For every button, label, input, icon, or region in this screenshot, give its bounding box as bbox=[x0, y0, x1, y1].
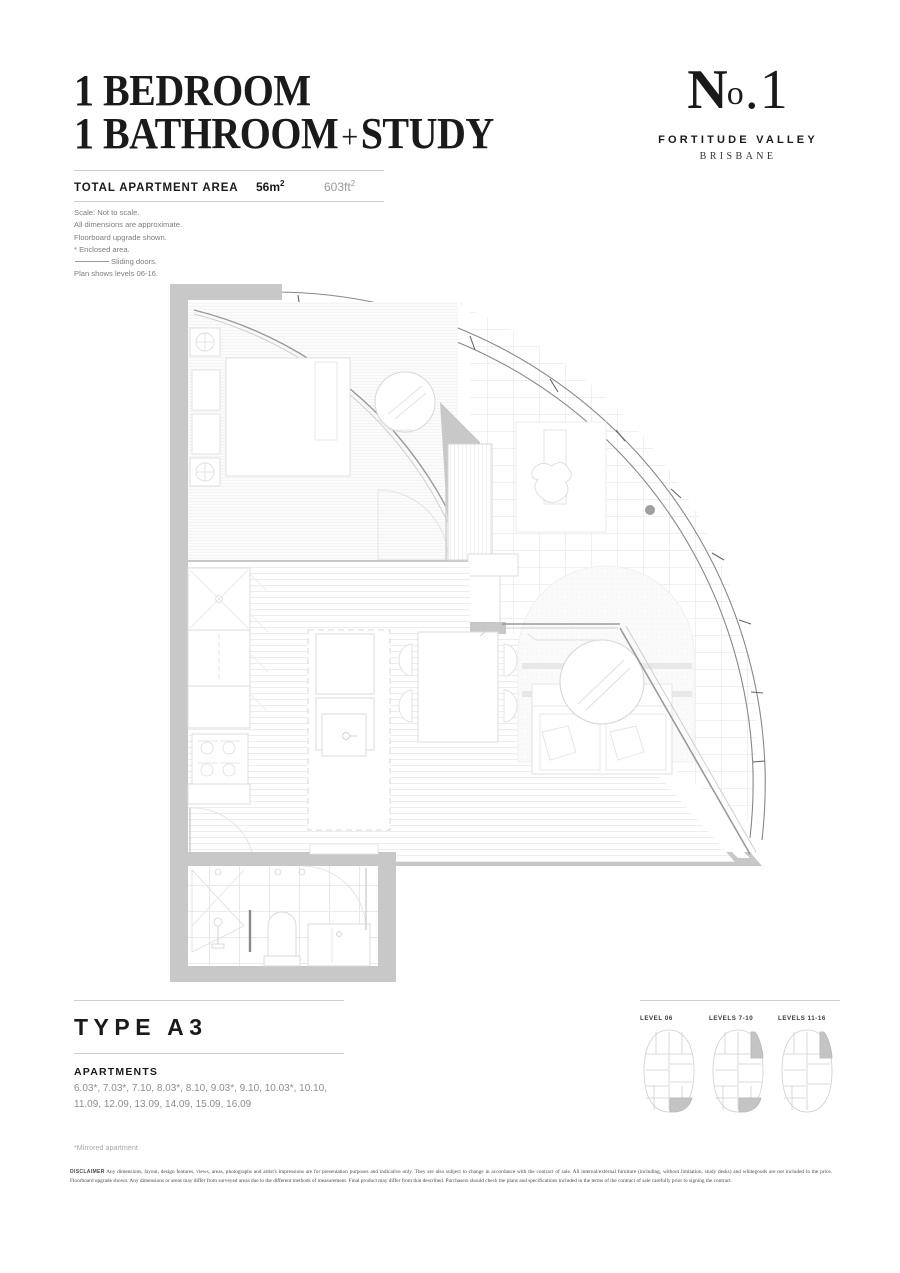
disclaimer-label: DISCLAIMER bbox=[70, 1169, 105, 1175]
wardrobe bbox=[447, 443, 493, 561]
area-metric-value: 56m bbox=[256, 180, 281, 194]
floorplan-drawing bbox=[150, 262, 790, 1002]
type-rule-bottom bbox=[74, 1053, 344, 1054]
title-line-1: 1 BEDROOM bbox=[74, 64, 311, 116]
brand-logo: No.1 FORTITUDE VALLEY BRISBANE bbox=[638, 62, 838, 162]
area-imperial-value: 603ft bbox=[324, 180, 351, 194]
level-caption-07-10: LEVELS 7-10 bbox=[709, 1015, 754, 1022]
total-area-imperial: 603ft2 bbox=[324, 179, 355, 194]
level-key-row: LEVEL 06 LEVELS 7-10 bbox=[640, 1015, 840, 1114]
note-enclosed: * Enclosed area. bbox=[74, 244, 130, 254]
apartment-type-block: TYPE A3 APARTMENTS 6.03*, 7.03*, 7.10, 8… bbox=[74, 1000, 344, 1113]
disclaimer-body: Any dimensions, layout, design features,… bbox=[70, 1169, 832, 1185]
logo-number: 1 bbox=[759, 59, 789, 121]
entry-door bbox=[189, 807, 253, 853]
note-sliding-label: Sliding doors. bbox=[111, 257, 158, 267]
note-floorboard: Floorboard upgrade shown. bbox=[74, 232, 167, 242]
dining-table bbox=[398, 631, 518, 743]
kitchen-island bbox=[307, 629, 391, 831]
note-dimensions: All dimensions are approximate. bbox=[74, 220, 183, 230]
type-name: TYPE A3 bbox=[74, 1014, 208, 1040]
room-bathroom bbox=[170, 852, 396, 982]
level-caption-06: LEVEL 06 bbox=[640, 1015, 673, 1022]
note-levels: Plan shows levels 06-16. bbox=[74, 269, 158, 279]
sliding-door-symbol bbox=[75, 261, 109, 263]
title-line-2: 1 BATHROOM+STUDY bbox=[74, 109, 494, 157]
plan-notes: Scale: Not to scale. All dimensions are … bbox=[74, 207, 182, 281]
room-kitchen bbox=[187, 567, 269, 805]
levels-rule bbox=[640, 1000, 840, 1001]
logo-dot: . bbox=[744, 59, 760, 121]
mirrored-footnote: *Mirrored apartment bbox=[74, 1143, 138, 1152]
total-area-metric: 56m2 bbox=[256, 179, 324, 194]
level-key-block: LEVEL 06 LEVELS 7-10 bbox=[640, 1000, 840, 1114]
logo-wordmark: No.1 bbox=[638, 62, 838, 118]
total-area-row: TOTAL APARTMENT AREA 56m2 603ft2 bbox=[74, 170, 384, 202]
title-plus: + bbox=[341, 119, 358, 157]
level-key-07-10: LEVELS 7-10 bbox=[709, 1015, 769, 1114]
note-sliding-doors: Sliding doors. bbox=[74, 256, 182, 268]
level-key-06: LEVEL 06 bbox=[640, 1015, 700, 1114]
disclaimer-text: DISCLAIMER Any dimensions, layout, desig… bbox=[70, 1168, 832, 1186]
title-study: STUDY bbox=[360, 108, 495, 159]
area-imperial-sup: 2 bbox=[350, 179, 356, 188]
total-area-label: TOTAL APARTMENT AREA bbox=[74, 182, 239, 194]
sliding-doors bbox=[479, 623, 757, 855]
area-metric-sup: 2 bbox=[280, 179, 285, 188]
lounge bbox=[517, 565, 695, 775]
type-rule-top bbox=[74, 1000, 344, 1001]
apartments-list: 6.03*, 7.03*, 7.10, 8.03*, 8.10, 9.03*, … bbox=[74, 1083, 327, 1111]
level-caption-11-16: LEVELS 11-16 bbox=[778, 1015, 826, 1022]
logo-letter-o: o bbox=[726, 75, 745, 112]
logo-subtitle: FORTITUDE VALLEY bbox=[658, 134, 818, 146]
balcony-furniture bbox=[515, 421, 655, 533]
level-key-11-16: LEVELS 11-16 bbox=[778, 1015, 838, 1114]
logo-letter-n: N bbox=[687, 59, 727, 121]
room-bedroom bbox=[188, 302, 471, 563]
logo-location: BRISBANE bbox=[699, 151, 777, 162]
page-title: 1 BEDROOM 1 BATHROOM+STUDY bbox=[74, 64, 494, 158]
apartments-label: APARTMENTS bbox=[74, 1066, 159, 1078]
title-bathroom: 1 BATHROOM bbox=[74, 108, 339, 159]
note-scale: Scale: Not to scale. bbox=[74, 208, 140, 217]
